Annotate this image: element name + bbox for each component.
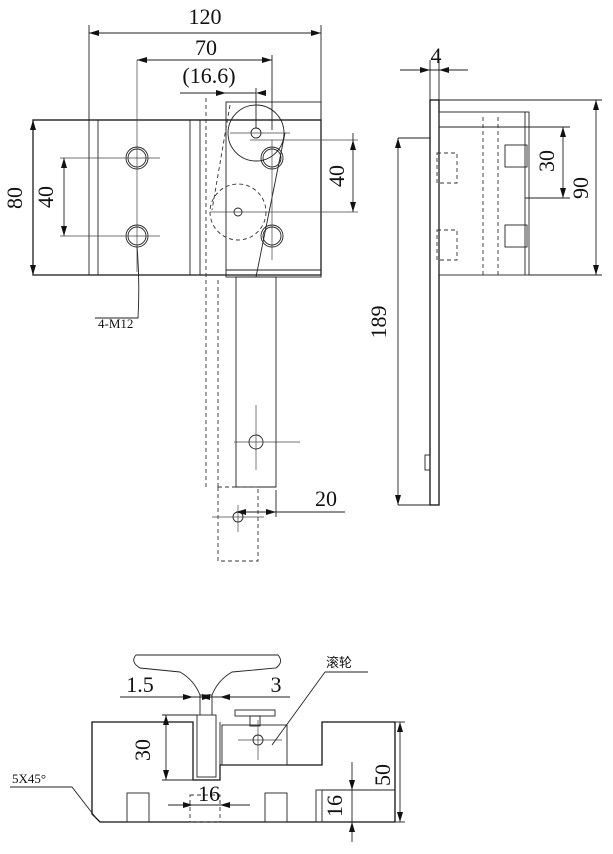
dim-40-right: 40 [324,165,349,187]
front-plate [32,119,322,276]
dim-16-base: 16 [322,795,347,817]
front-arm-hidden [217,486,259,562]
dim-50: 50 [370,764,395,786]
base-block [91,721,396,823]
rail-head [133,654,281,696]
side-view: 4 30 90 189 [366,43,602,506]
dim-90: 90 [568,177,593,199]
side-plate [429,99,440,506]
dim-30-side: 30 [534,150,559,172]
dim-189: 189 [366,306,391,339]
dim-70: 70 [195,35,217,60]
callout-chamfer: 5X45° [12,771,46,786]
dim-3: 3 [271,672,282,697]
dim-40-left: 40 [33,186,58,208]
dim-1-5: 1.5 [126,672,154,697]
dim-20: 20 [315,486,337,511]
side-block [438,111,530,276]
dim-16-slot: 16 [198,781,220,806]
dim-30-bottom: 30 [130,739,155,761]
dim-16-6: (16.6) [182,63,235,88]
dim-4: 4 [431,43,442,68]
callout-4-m12: 4-M12 [98,316,133,331]
roller-block [221,724,288,766]
dim-120: 120 [189,4,222,29]
dim-80: 80 [2,187,27,209]
bolt-holes [125,146,284,248]
label-roller: 滚轮 [326,655,352,671]
front-view: 120 70 (16.6) 80 40 40 20 [2,4,358,562]
bottom-view: 1.5 3 30 16 50 16 5X45° 滚轮 [10,654,405,842]
